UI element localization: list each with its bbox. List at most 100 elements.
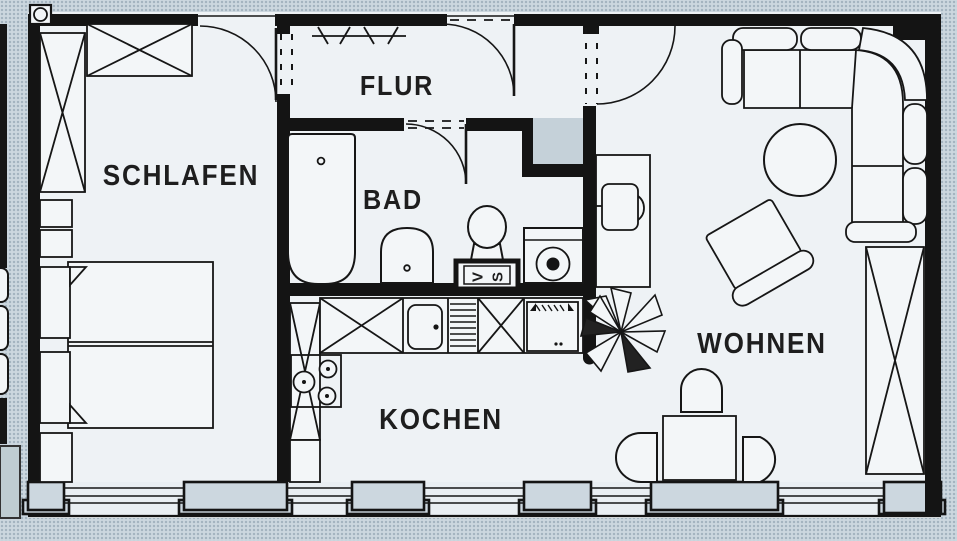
wall-pier: [522, 480, 593, 512]
schlafen-door-swing: [199, 25, 277, 103]
top-wall: [514, 14, 941, 26]
tv: [601, 183, 639, 231]
base-cabinet: [289, 439, 321, 483]
pillow: [39, 351, 71, 424]
dining-chair: [615, 432, 658, 483]
room-label-wohnen: WOHNEN: [697, 327, 827, 360]
wardrobe-x-icon: [86, 23, 193, 77]
wall-pier: [350, 480, 426, 512]
bad-top-wall: [466, 118, 526, 131]
neighbour-fixture: [0, 353, 9, 395]
chimney-flue-icon: [33, 7, 48, 22]
room-label-bad: BAD: [363, 184, 423, 216]
corner-step: [893, 26, 925, 40]
shaft-wall: [522, 164, 585, 177]
entrance-door-swing: [441, 23, 515, 97]
walls: [28, 14, 941, 515]
fridge-dot: [559, 342, 563, 346]
washbasin: [380, 226, 434, 284]
coat-hooks-icon: [317, 26, 399, 45]
openings: [280, 19, 598, 129]
sofa-armrest: [845, 221, 917, 243]
sofa-corner-cushion: [857, 27, 928, 101]
appliance-label-v: V: [470, 270, 487, 282]
cabinet-x-icon: [319, 297, 404, 354]
wardrobe-x-icon: [865, 246, 925, 475]
window-sill-strip: [28, 482, 941, 516]
fridge: [526, 301, 579, 352]
burner-dot: [302, 380, 306, 384]
sofa-seams: [799, 49, 903, 167]
bathtub: [287, 133, 356, 285]
room-schlafen: [39, 23, 214, 483]
shaft: [533, 118, 583, 166]
pillow-fold: [69, 402, 89, 424]
plant-icon: [579, 286, 667, 373]
toilet-bowl: [467, 205, 507, 249]
room-wohnen: [579, 27, 928, 483]
neighbour-block: [0, 445, 21, 519]
neighbour-structure: [0, 24, 21, 519]
bathtub-drain-icon: [316, 156, 326, 166]
kitchen-counter: [319, 297, 584, 354]
neighbour-wall: [0, 398, 7, 444]
appliance-label-s: S: [490, 270, 507, 282]
dining-chair: [742, 436, 777, 483]
washing-machine: [523, 227, 584, 284]
appliance-box-frame: [453, 258, 521, 292]
corner-sofa: [721, 27, 928, 243]
sofa-back-cushion: [902, 167, 928, 225]
dining-chair: [680, 368, 723, 413]
pillow: [39, 266, 71, 339]
double-bed: [67, 261, 214, 429]
sofa-armrest: [721, 39, 743, 105]
wall-pier: [182, 480, 289, 512]
wohnen-door-swing: [596, 25, 676, 105]
shaft-wall: [522, 118, 533, 176]
wall-pier: [26, 480, 66, 512]
tv-screen-icon: [637, 195, 645, 221]
burner-dot: [326, 367, 330, 371]
neighbour-fixture: [0, 305, 9, 351]
room-bad: V S: [287, 133, 584, 292]
dining-table: [662, 415, 737, 481]
top-wall: [275, 14, 447, 26]
appliance-box: V S: [453, 258, 521, 292]
burner-dot: [325, 394, 329, 398]
shelf: [39, 199, 73, 228]
washing-machine-door-icon: [535, 246, 571, 282]
appliance-box-inner: [463, 265, 511, 285]
neighbour-fixture: [0, 267, 9, 303]
room-label-kochen: KOCHEN: [379, 403, 503, 436]
armchair: [705, 199, 815, 307]
wardrobe-x-icon: [39, 32, 86, 193]
top-wall: [28, 14, 198, 26]
sink-drain-icon: [433, 324, 439, 330]
right-wall: [925, 14, 941, 515]
washbasin-drain-icon: [403, 264, 411, 272]
coffee-table: [763, 123, 837, 197]
stove: [290, 354, 342, 408]
chimney-box: [28, 3, 53, 26]
armchair-back: [731, 249, 815, 307]
sofa-back-cushion: [800, 27, 862, 51]
wall-pier: [649, 480, 780, 512]
neighbour-wall: [0, 24, 7, 268]
counter-dividers: [402, 298, 525, 353]
fridge-vent-ends: [530, 303, 574, 311]
left-wall: [28, 14, 40, 482]
room-label-flur: FLUR: [360, 70, 434, 102]
doors: [199, 23, 676, 185]
room-flur: [312, 26, 406, 45]
wall-stub: [583, 26, 599, 34]
bed-divider: [68, 341, 213, 347]
nightstand: [39, 229, 73, 258]
nightstand: [39, 432, 73, 483]
window: [64, 487, 884, 504]
wall-stub: [277, 26, 290, 34]
washing-machine-door-center: [546, 257, 560, 271]
pillow-fold: [69, 266, 89, 288]
fridge-dot: [554, 342, 558, 346]
room-label-schlafen: SCHLAFEN: [103, 159, 259, 192]
